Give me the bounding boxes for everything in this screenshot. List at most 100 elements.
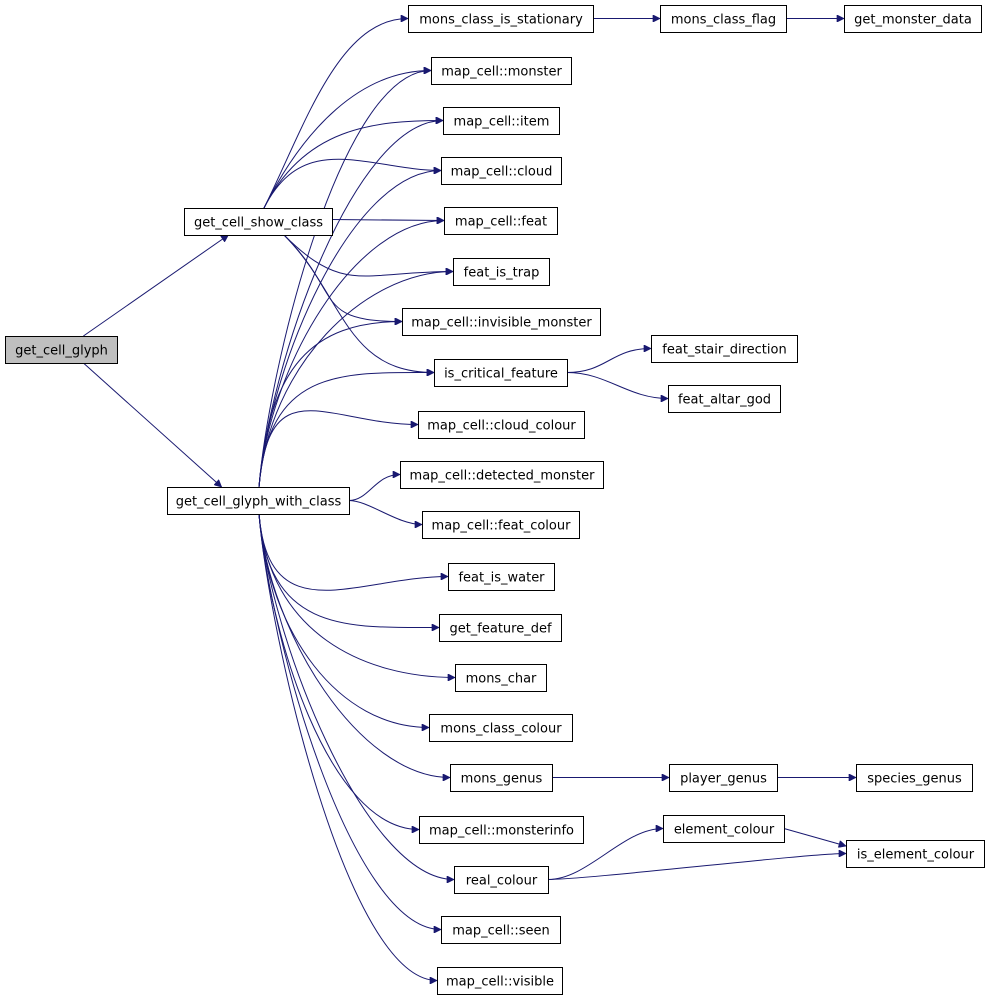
node-mons-genus[interactable]: mons_genus <box>450 764 553 792</box>
edge-get-cell-glyph-with-class-to-mons-class-colour <box>258 513 429 728</box>
node-label: is_element_colour <box>857 848 975 863</box>
node-label: feat_stair_direction <box>662 343 786 358</box>
node-box <box>434 359 568 387</box>
edge-real-colour-to-is-element-colour <box>547 854 846 880</box>
node-get-cell-show-class[interactable]: get_cell_show_class <box>184 208 333 236</box>
node-mc-cloud[interactable]: map_cell::cloud <box>441 157 562 185</box>
edge-is-critical-feature-to-feat-stair-direction <box>566 349 651 373</box>
edge-get-cell-glyph-with-class-to-mc-visible <box>258 513 437 981</box>
node-label: map_cell::item <box>454 115 550 130</box>
node-mc-monster[interactable]: map_cell::monster <box>431 57 572 85</box>
edge-get-cell-show-class-to-is-critical-feature <box>283 234 434 373</box>
node-box <box>455 664 547 692</box>
edge-get-cell-glyph-with-class-to-mc-feat <box>258 221 444 488</box>
node-mc-visible[interactable]: map_cell::visible <box>437 967 563 995</box>
node-box <box>437 967 563 995</box>
node-box <box>419 816 584 844</box>
node-mons-class-colour[interactable]: mons_class_colour <box>429 714 573 742</box>
node-label: mons_genus <box>461 772 543 787</box>
node-label: map_cell::monsterinfo <box>429 824 574 839</box>
node-label: get_cell_show_class <box>194 216 323 231</box>
node-box <box>400 461 604 489</box>
node-box <box>402 308 601 336</box>
node-label: mons_class_colour <box>440 722 562 737</box>
node-box <box>450 764 553 792</box>
node-label: is_critical_feature <box>444 367 558 382</box>
node-box <box>443 107 560 135</box>
node-box <box>5 336 118 364</box>
node-label: mons_class_is_stationary <box>419 13 583 28</box>
node-mons-class-flag[interactable]: mons_class_flag <box>660 5 787 33</box>
node-label: map_cell::monster <box>441 65 562 80</box>
node-box <box>441 157 562 185</box>
edge-get-cell-glyph-with-class-to-feat-is-water <box>258 513 448 591</box>
node-get-feature-def[interactable]: get_feature_def <box>439 614 562 642</box>
node-mc-feat-colour[interactable]: map_cell::feat_colour <box>422 511 580 539</box>
edge-get-cell-show-class-to-feat-is-trap <box>283 234 453 277</box>
node-box <box>418 411 585 439</box>
node-label: map_cell::detected_monster <box>410 469 596 484</box>
node-label: feat_altar_god <box>678 393 771 408</box>
edge-get-cell-show-class-to-mc-feat <box>331 220 444 221</box>
node-box <box>422 511 580 539</box>
node-mc-invisible-monster[interactable]: map_cell::invisible_monster <box>402 308 601 336</box>
node-mc-cloud-colour[interactable]: map_cell::cloud_colour <box>418 411 585 439</box>
edge-get-cell-glyph-with-class-to-mc-cloud-colour <box>258 410 418 488</box>
node-mons-class-is-stationary[interactable]: mons_class_is_stationary <box>408 5 594 33</box>
node-feat-stair-direction[interactable]: feat_stair_direction <box>651 335 798 363</box>
node-is-element-colour[interactable]: is_element_colour <box>846 840 985 868</box>
node-mons-char[interactable]: mons_char <box>455 664 547 692</box>
node-box <box>454 866 549 894</box>
edge-get-cell-show-class-to-mc-monster <box>263 71 431 209</box>
node-label: get_monster_data <box>854 13 972 28</box>
node-real-colour[interactable]: real_colour <box>454 866 549 894</box>
node-mc-item[interactable]: map_cell::item <box>443 107 560 135</box>
edge-element-colour-to-is-element-colour <box>783 828 846 847</box>
node-feat-altar-god[interactable]: feat_altar_god <box>668 385 781 413</box>
node-box <box>453 258 550 286</box>
node-mc-seen[interactable]: map_cell::seen <box>441 916 561 944</box>
edge-get-cell-show-class-to-mons-class-is-stationary <box>263 19 408 209</box>
node-label: feat_is_trap <box>464 266 540 281</box>
edge-get-cell-show-class-to-mc-cloud <box>263 158 441 209</box>
node-feat-is-trap[interactable]: feat_is_trap <box>453 258 550 286</box>
node-mc-monsterinfo[interactable]: map_cell::monsterinfo <box>419 816 584 844</box>
edge-get-cell-glyph-with-class-to-mons-genus <box>258 513 450 778</box>
node-label: real_colour <box>466 874 538 889</box>
node-is-critical-feature[interactable]: is_critical_feature <box>434 359 568 387</box>
node-element-colour[interactable]: element_colour <box>663 815 785 843</box>
edge-get-cell-show-class-to-mc-item <box>263 121 443 209</box>
edge-get-cell-glyph-with-class-to-mc-invisible-monster <box>258 322 402 488</box>
node-box <box>660 5 787 33</box>
node-player-genus[interactable]: player_genus <box>669 764 778 792</box>
edge-get-cell-glyph-with-class-to-real-colour <box>258 513 454 880</box>
node-get-cell-glyph-with-class[interactable]: get_cell_glyph_with_class <box>167 487 350 515</box>
node-box <box>844 5 982 33</box>
edge-get-cell-glyph-with-class-to-mc-detected-monster <box>348 475 400 501</box>
edge-get-cell-glyph-to-get-cell-show-class <box>83 235 228 337</box>
node-box <box>441 916 561 944</box>
node-box <box>668 385 781 413</box>
node-label: map_cell::seen <box>452 924 550 939</box>
node-feat-is-water[interactable]: feat_is_water <box>448 563 555 591</box>
edge-get-cell-glyph-with-class-to-mc-monsterinfo <box>258 513 419 830</box>
node-mc-feat[interactable]: map_cell::feat <box>444 207 558 235</box>
node-label: player_genus <box>680 772 767 787</box>
node-label: get_cell_glyph <box>15 344 108 359</box>
node-species-genus[interactable]: species_genus <box>856 764 973 792</box>
node-box <box>429 714 573 742</box>
node-label: species_genus <box>867 772 962 787</box>
node-box <box>431 57 572 85</box>
node-get-monster-data[interactable]: get_monster_data <box>844 5 982 33</box>
edge-real-colour-to-element-colour <box>547 829 663 880</box>
edge-get-cell-glyph-with-class-to-mc-feat-colour <box>348 500 422 525</box>
node-box <box>184 208 333 236</box>
node-box <box>167 487 350 515</box>
node-label: map_cell::feat <box>455 215 547 230</box>
node-label: get_cell_glyph_with_class <box>176 495 342 510</box>
edge-get-cell-glyph-with-class-to-feat-is-trap <box>258 272 453 488</box>
node-mc-detected-monster[interactable]: map_cell::detected_monster <box>400 461 604 489</box>
node-get-cell-glyph[interactable]: get_cell_glyph <box>5 336 118 364</box>
node-label: feat_is_water <box>458 571 545 586</box>
